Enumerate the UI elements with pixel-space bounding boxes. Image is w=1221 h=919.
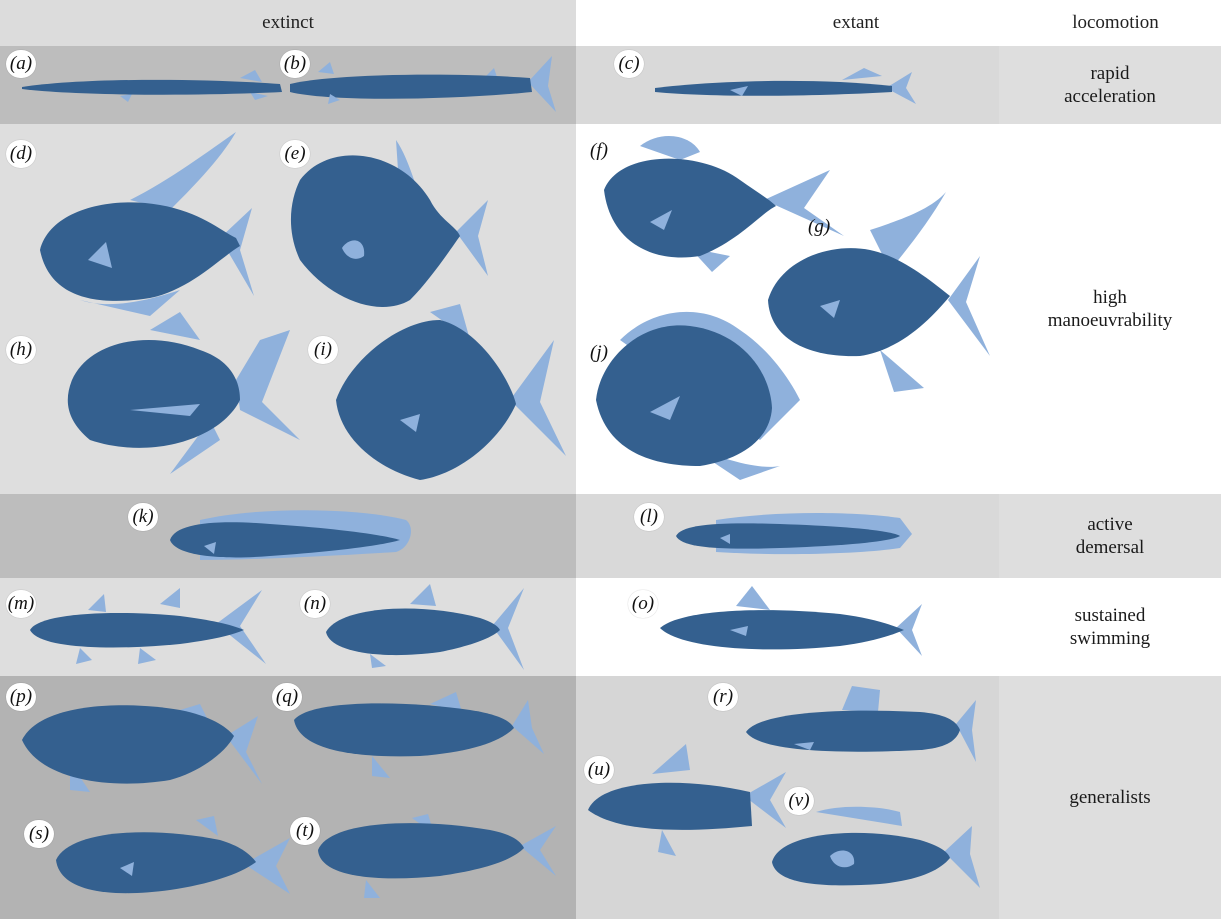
label-n: (n) (300, 590, 330, 618)
label-f: (f) (590, 140, 608, 162)
fish-v (772, 807, 980, 888)
fish-p (22, 704, 262, 792)
locomotion-rapid-acceleration: rapid acceleration (999, 46, 1221, 124)
fish-h (68, 312, 300, 474)
locomotion-generalists: generalists (999, 676, 1221, 919)
label-p: (p) (6, 683, 36, 711)
locomotion-sustained-line2: swimming (1070, 627, 1150, 650)
label-r: (r) (708, 683, 738, 711)
fish-j (596, 312, 800, 480)
fish-c (655, 68, 916, 104)
locomotion-active-line1: active (1087, 513, 1132, 536)
label-d: (d) (6, 140, 36, 168)
locomotion-active-line2: demersal (1076, 536, 1145, 559)
label-t: (t) (290, 817, 320, 845)
fish-m (30, 588, 266, 664)
label-a: (a) (6, 50, 36, 78)
label-k: (k) (128, 503, 158, 531)
label-q: (q) (272, 683, 302, 711)
locomotion-high-line1: high (1093, 286, 1127, 309)
fish-t (318, 814, 556, 898)
fish-a (22, 70, 282, 102)
label-m: (m) (6, 590, 36, 618)
fish-q (294, 692, 544, 778)
fish-u (588, 744, 786, 856)
label-c: (c) (614, 50, 644, 78)
label-i: (i) (308, 336, 338, 364)
locomotion-high-manoeuvrability: high manoeuvrability (999, 124, 1221, 494)
fish-k (170, 510, 411, 560)
label-g: (g) (808, 216, 830, 238)
label-o: (o) (628, 590, 658, 618)
fish-i (336, 304, 566, 480)
fish-g (768, 192, 990, 392)
fish-o (660, 586, 922, 656)
locomotion-rapid-line1: rapid (1090, 62, 1129, 85)
label-v: (v) (784, 787, 814, 815)
label-b: (b) (280, 50, 310, 78)
fish-f (604, 136, 844, 272)
fish-d (40, 132, 254, 316)
fish-l (676, 513, 912, 554)
label-s: (s) (24, 820, 54, 848)
label-e: (e) (280, 140, 310, 168)
label-j: (j) (590, 342, 608, 364)
locomotion-sustained-swimming: sustained swimming (999, 578, 1221, 676)
label-h: (h) (6, 336, 36, 364)
fish-r (746, 686, 976, 762)
locomotion-rapid-line2: acceleration (1064, 85, 1156, 108)
fish-b (290, 56, 556, 112)
locomotion-active-demersal: active demersal (999, 494, 1221, 578)
locomotion-generalists-line1: generalists (1069, 786, 1150, 809)
fish-s (56, 816, 290, 894)
label-l: (l) (634, 503, 664, 531)
locomotion-high-line2: manoeuvrability (1048, 309, 1173, 332)
fish-e (291, 140, 488, 307)
label-u: (u) (584, 756, 614, 784)
fish-n (326, 584, 524, 670)
locomotion-sustained-line1: sustained (1075, 604, 1146, 627)
